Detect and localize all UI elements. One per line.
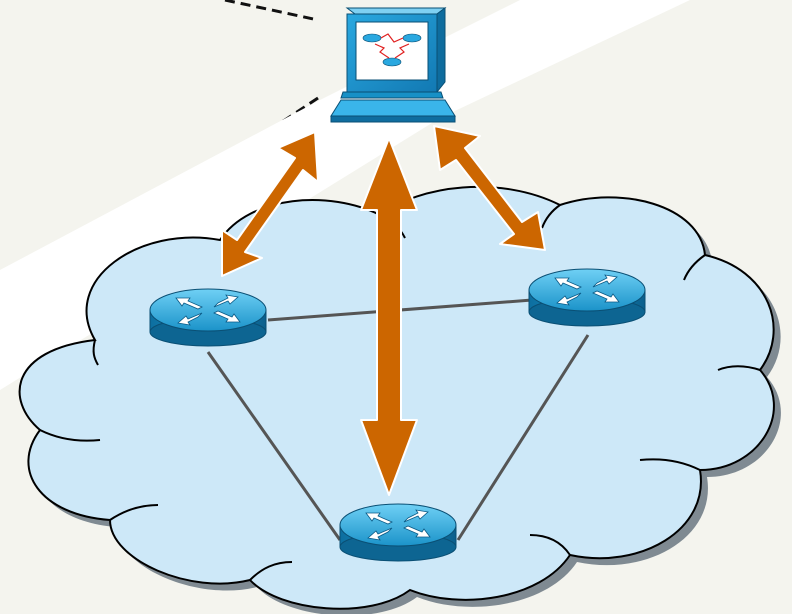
link-right-bottom: [456, 334, 590, 541]
boundary-dashed-line-top: [224, 0, 319, 22]
arrow-station-bottom: [360, 137, 418, 496]
link-left-bottom: [206, 351, 342, 541]
router-left-icon[interactable]: [149, 288, 267, 347]
arrow-station-left: [221, 131, 319, 277]
screen-topology-icon: [362, 33, 422, 67]
router-bottom-icon[interactable]: [339, 503, 457, 562]
workstation-icon[interactable]: [330, 7, 456, 123]
router-right-icon[interactable]: [528, 268, 646, 327]
arrow-station-right: [433, 125, 546, 251]
